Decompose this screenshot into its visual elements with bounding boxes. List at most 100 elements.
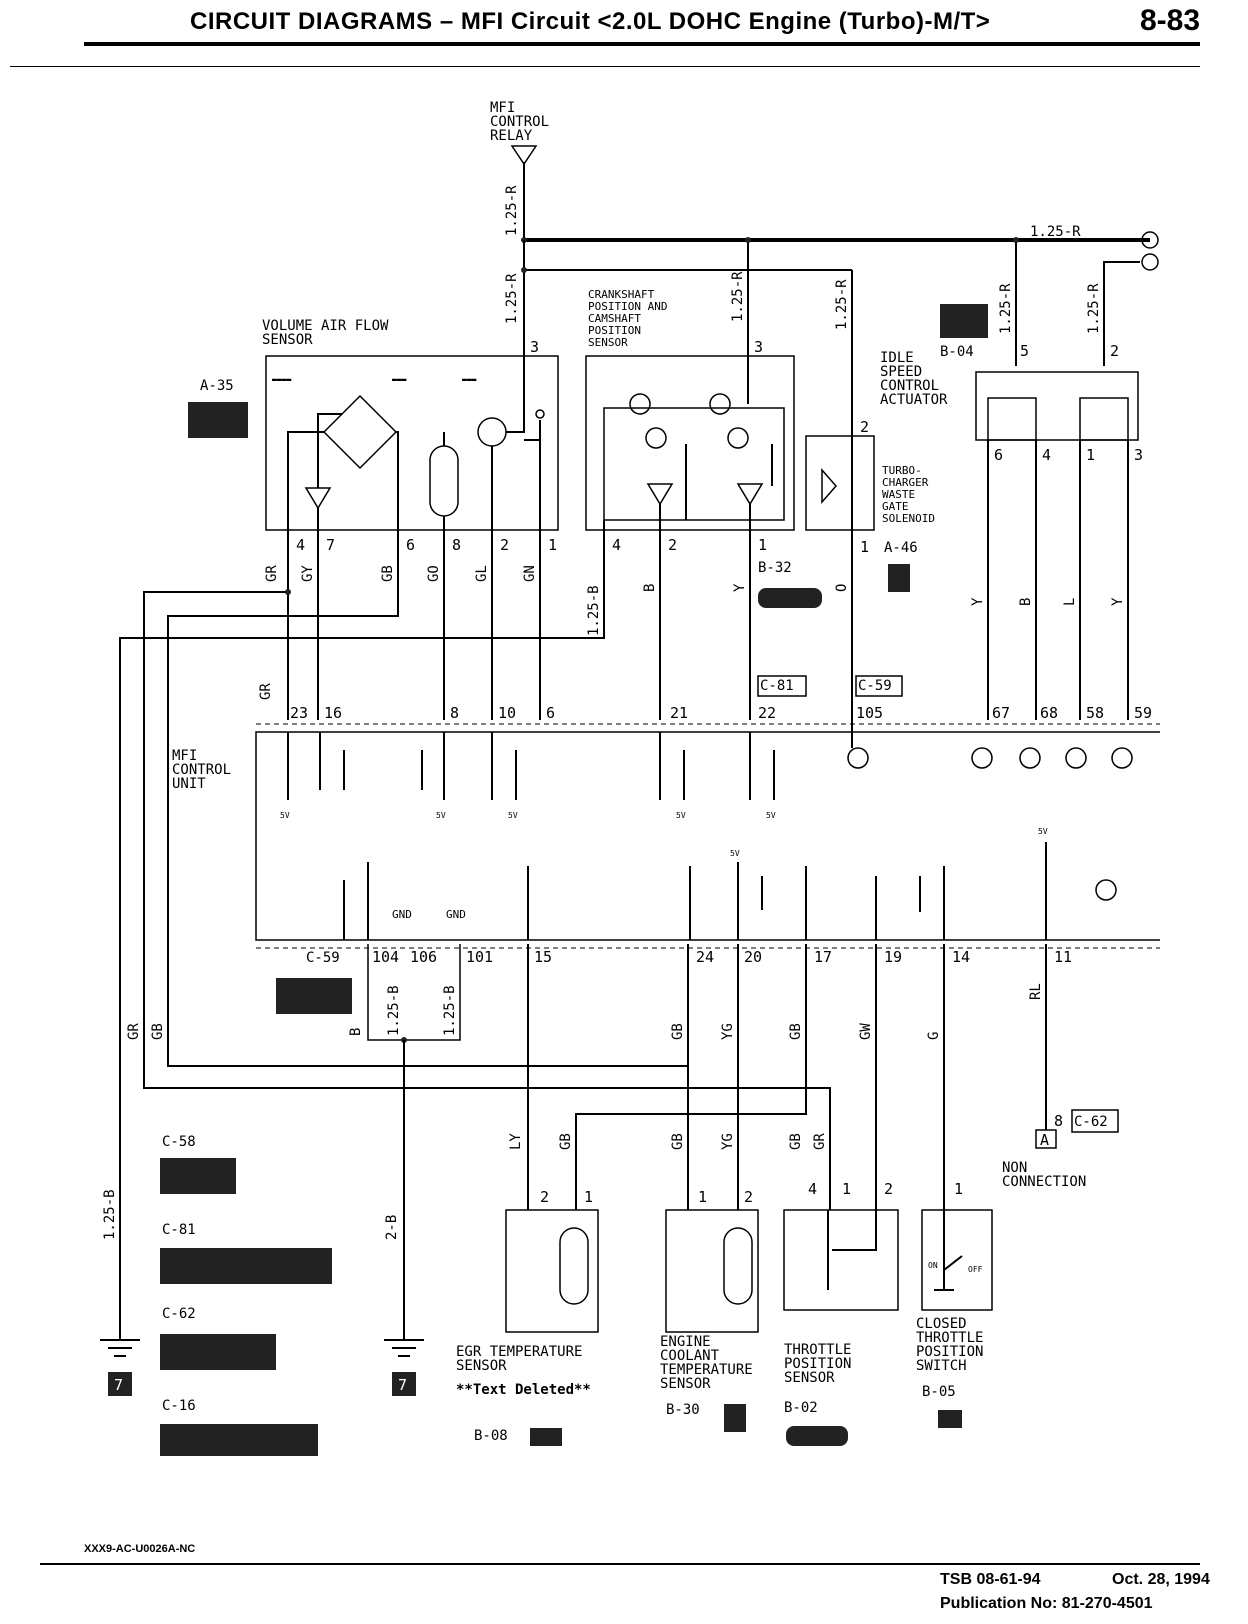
connector-a35: A-35 xyxy=(200,378,234,394)
ctps-pin-1: 1 xyxy=(954,1180,963,1198)
ecu-pin-14: 14 xyxy=(952,948,970,966)
mfi-relay-line2: CONTROL xyxy=(490,114,549,130)
ground-ref-left: 7 xyxy=(114,1376,123,1394)
wgs-label-3: WASTE xyxy=(882,488,915,501)
ctps-off: OFF xyxy=(968,1265,983,1274)
isc-label-1: IDLE xyxy=(880,350,914,366)
cps-label-5: SENSOR xyxy=(588,336,628,349)
text-deleted-note: **Text Deleted** xyxy=(456,1382,591,1398)
tps-label-3: SENSOR xyxy=(784,1370,835,1386)
wire-GW-ecu: GW xyxy=(858,1023,874,1040)
ecu-pin-15: 15 xyxy=(534,948,552,966)
ecu-pin-21: 21 xyxy=(670,704,688,722)
cps-label-1: CRANKSHAFT xyxy=(588,288,655,301)
svg-text:5V: 5V xyxy=(508,811,518,820)
bus-terminal-top xyxy=(1141,231,1159,249)
wire-Y-isc6: Y xyxy=(970,597,986,606)
wgs-label-1: TURBO- xyxy=(882,464,922,477)
ctps-label-3: POSITION xyxy=(916,1344,983,1360)
ect-pin-2: 2 xyxy=(744,1188,753,1206)
wire-Y-isc3: Y xyxy=(1110,597,1126,606)
wire-Y-cps: Y xyxy=(732,583,748,592)
wire-B-gnd: B xyxy=(348,1028,364,1036)
vaf-pin-6: 6 xyxy=(406,536,415,554)
wire-label-cps: 1.25-R xyxy=(730,271,746,322)
isc-pin-4: 4 xyxy=(1042,446,1051,464)
svg-text:5V: 5V xyxy=(436,811,446,820)
wire-label-2B: 2-B xyxy=(384,1215,400,1240)
ctps-label-4: SWITCH xyxy=(916,1358,967,1374)
ecu-pin-16: 16 xyxy=(324,704,342,722)
vaf-label-line2: SENSOR xyxy=(262,332,313,348)
connector-b04-icon xyxy=(940,304,988,338)
vaf-sub1: ▬▬▬▬ xyxy=(272,375,291,384)
tps-label-2: POSITION xyxy=(784,1356,851,1372)
connector-c59b-icon xyxy=(276,978,352,1014)
relay-terminal-symbol xyxy=(510,145,538,166)
cps-inner-box xyxy=(603,407,785,521)
cps-sensor-box xyxy=(585,355,795,531)
egr-label-2: SENSOR xyxy=(456,1358,507,1374)
cps-label-3: CAMSHAFT xyxy=(588,312,641,325)
ect-label-3: TEMPERATURE xyxy=(660,1362,753,1378)
tps-pin-1: 1 xyxy=(842,1180,851,1198)
wire-GB-loop xyxy=(167,540,689,1067)
vaf-sub3: ▬▬▬ xyxy=(462,375,477,384)
vaf-pin-7: 7 xyxy=(326,536,335,554)
ecu-pin-10: 10 xyxy=(498,704,516,722)
wire-GL-vaf: GL xyxy=(474,565,490,582)
ecu-pin-8: 8 xyxy=(450,704,459,722)
ecu-pin-20: 20 xyxy=(744,948,762,966)
egr-pin-2: 2 xyxy=(540,1188,549,1206)
ground-splice-box xyxy=(367,944,461,1041)
wire-GB-ect: GB xyxy=(670,1133,686,1150)
ecu-pin-11: 11 xyxy=(1054,948,1072,966)
cps-pin-4: 4 xyxy=(612,536,621,554)
ecu-pin-17: 17 xyxy=(814,948,832,966)
egr-pin-1: 1 xyxy=(584,1188,593,1206)
cps-amp2 xyxy=(736,483,764,506)
egr-sensor-box xyxy=(505,1209,599,1333)
ecu-internal-top: 5V 5V 5V 5V 5V xyxy=(280,720,1133,820)
connector-b30: B-30 xyxy=(666,1402,700,1418)
vaf-pin-8: 8 xyxy=(452,536,461,554)
ground-ref-center: 7 xyxy=(398,1376,407,1394)
page-number: 8-83 xyxy=(1139,4,1200,37)
wire-GB-egr xyxy=(575,944,807,1210)
connector-c81: C-81 xyxy=(760,678,794,694)
ecu-internal-bottom: 5V 5V xyxy=(343,827,1117,940)
wire-G-ecu: G xyxy=(926,1032,942,1040)
wire-label-isc5: 1.25-R xyxy=(998,283,1014,334)
mfi-relay-label: MFI CONTROL RELAY xyxy=(490,100,549,166)
connector-legend: C-58 C-81 C-62 C-16 xyxy=(160,1134,332,1456)
footer-date: Oct. 28, 1994 xyxy=(1112,1571,1210,1588)
ctps-on: ON xyxy=(928,1261,938,1270)
page-title: CIRCUIT DIAGRAMS – MFI Circuit <2.0L DOH… xyxy=(190,8,991,35)
wire-YG-ect: YG xyxy=(720,1133,736,1150)
vaf-amp xyxy=(304,487,332,510)
wire-GB-ecu24: GB xyxy=(670,1023,686,1040)
ecu-box xyxy=(255,731,1160,941)
wire-O-wgs: O xyxy=(834,584,850,592)
isc-pin-6: 6 xyxy=(994,446,1003,464)
wgs-box xyxy=(805,435,875,531)
svg-text:5V: 5V xyxy=(766,811,776,820)
connector-b32-icon xyxy=(758,588,822,608)
wire-label-gnd2: 1.25-B xyxy=(442,985,458,1036)
connector-b04: B-04 xyxy=(940,344,974,360)
wire-GR-ecu: GR xyxy=(258,683,274,700)
wire-L-isc1: L xyxy=(1062,598,1078,606)
vaf-pin-3: 3 xyxy=(530,338,539,356)
isc-pin-2: 2 xyxy=(1110,342,1119,360)
bus-terminal-bottom xyxy=(1141,253,1159,271)
cps-pin-1: 1 xyxy=(758,536,767,554)
ecu-pin-59: 59 xyxy=(1134,704,1152,722)
wire-GY-vaf: GY xyxy=(300,565,316,582)
ect-label-4: SENSOR xyxy=(660,1376,711,1392)
wire-label-gnd1: 1.25-B xyxy=(386,985,402,1036)
ecu-label-2: CONTROL xyxy=(172,762,231,778)
connector-a46-icon xyxy=(888,564,910,592)
svg-text:5V: 5V xyxy=(730,849,740,858)
connector-c59b: C-59 xyxy=(306,950,340,966)
